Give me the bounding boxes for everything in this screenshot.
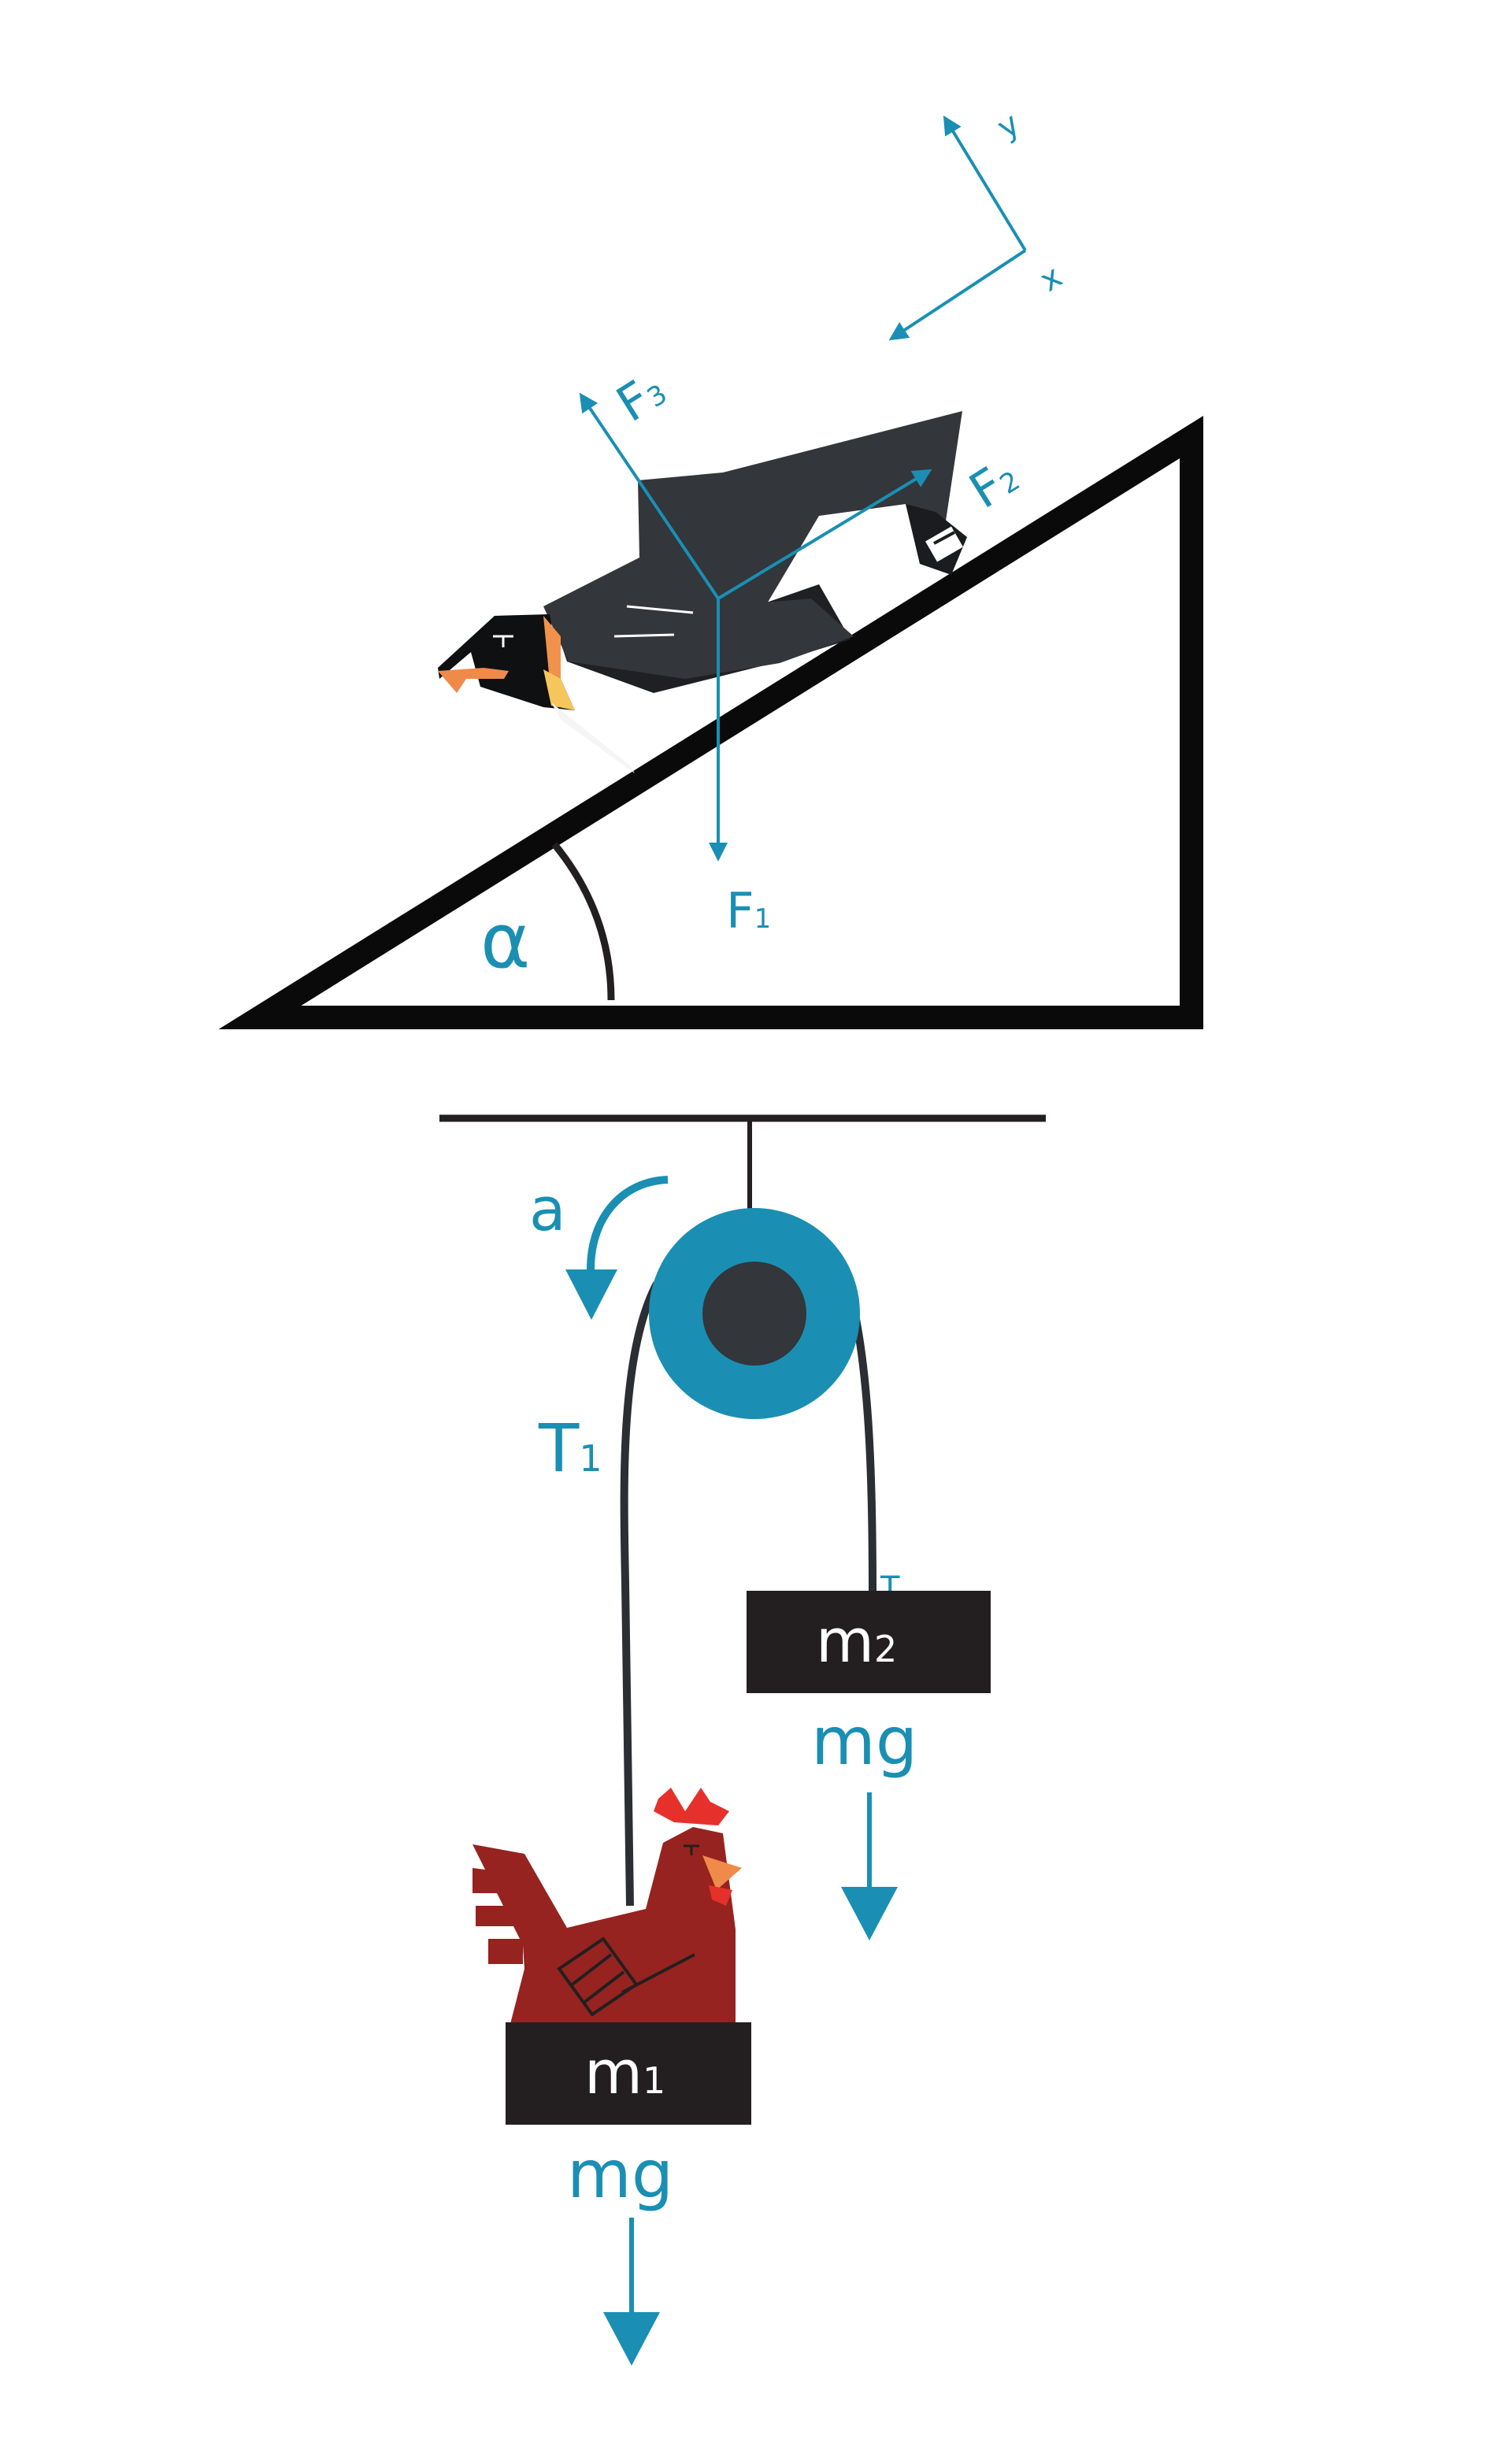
force-f1-label: F1 — [726, 882, 771, 939]
weight-m2-label: mg — [811, 1703, 917, 1780]
axis-x-arrow — [888, 249, 1027, 341]
rope-left — [620, 1281, 661, 1907]
incline-diagram: y x α — [218, 106, 1203, 1029]
pulley-icon — [649, 1208, 860, 1419]
angle-label: α — [480, 897, 530, 985]
acceleration-arrowhead — [565, 1269, 617, 1320]
block-m2: m2 — [747, 1591, 991, 1693]
block-m1: m1 — [506, 2022, 751, 2125]
acceleration-label: a — [529, 1174, 566, 1244]
incline-triangle — [218, 415, 1203, 1029]
axis-y-arrow — [943, 115, 1027, 252]
weight-m2-arrowhead — [841, 1887, 898, 1940]
block-m2-label: m2 — [816, 1606, 897, 1676]
weight-m1-label: mg — [567, 2136, 673, 2213]
penguin-icon — [438, 411, 967, 773]
coordinate-axes: y x — [888, 106, 1069, 341]
weight-m1-arrowhead — [603, 2312, 660, 2366]
axis-x-label: x — [1033, 258, 1068, 299]
force-f3-arrow — [579, 392, 720, 600]
force-f3-label: F3 — [606, 361, 675, 433]
force-f2-label: F2 — [959, 447, 1028, 520]
axis-y-label: y — [991, 106, 1025, 146]
hen-icon — [472, 1788, 742, 2024]
block-m1-label: m1 — [584, 2037, 665, 2107]
force-f2-arrow — [717, 469, 932, 600]
tension-left-label: T1 — [538, 1410, 602, 1487]
acceleration-arrow — [587, 1176, 669, 1270]
rope-right — [851, 1314, 876, 1592]
pulley-diagram: a T1 T m2 mg — [439, 1114, 1046, 2366]
angle-arc — [551, 842, 615, 1001]
